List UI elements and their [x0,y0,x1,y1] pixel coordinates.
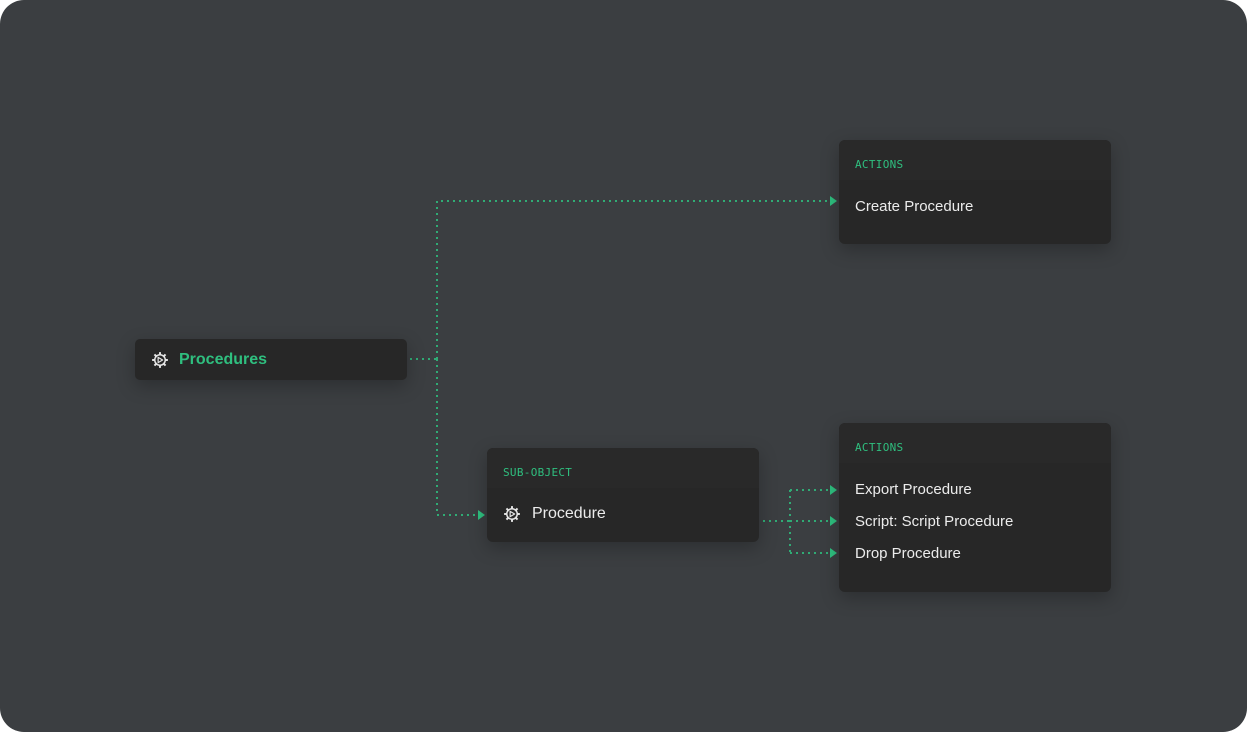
arrowheads [478,196,837,558]
arrow-icon [830,485,837,495]
gear-play-icon [504,506,520,522]
sub-object-card: SUB-OBJECT [487,448,759,542]
card-header-label: ACTIONS [855,441,904,454]
root-node-label: Procedures [179,350,268,368]
card-header: ACTIONS [839,423,1111,463]
card-header: ACTIONS [839,140,1111,180]
arrow-icon [478,510,485,520]
actions-card-top: ACTIONS Create Procedure [839,140,1111,244]
action-script-procedure[interactable]: Script: Script Procedure [855,513,1014,530]
root-node-procedures[interactable]: Procedures [135,339,407,380]
action-export-procedure[interactable]: Export Procedure [855,481,972,498]
action-drop-procedure[interactable]: Drop Procedure [855,545,961,562]
actions-card-bottom: ACTIONS Export Procedure Script: Script … [839,423,1111,592]
sub-object-label: Procedure [532,505,606,522]
card-header-label: ACTIONS [855,158,904,171]
arrow-icon [830,548,837,558]
card-header-label: SUB-OBJECT [503,466,573,479]
sub-object-procedure[interactable]: Procedure [503,498,743,530]
arrow-icon [830,516,837,526]
card-header: SUB-OBJECT [487,448,759,488]
arrow-icon [830,196,837,206]
action-create-procedure[interactable]: Create Procedure [855,198,974,215]
gear-play-icon [152,351,168,368]
